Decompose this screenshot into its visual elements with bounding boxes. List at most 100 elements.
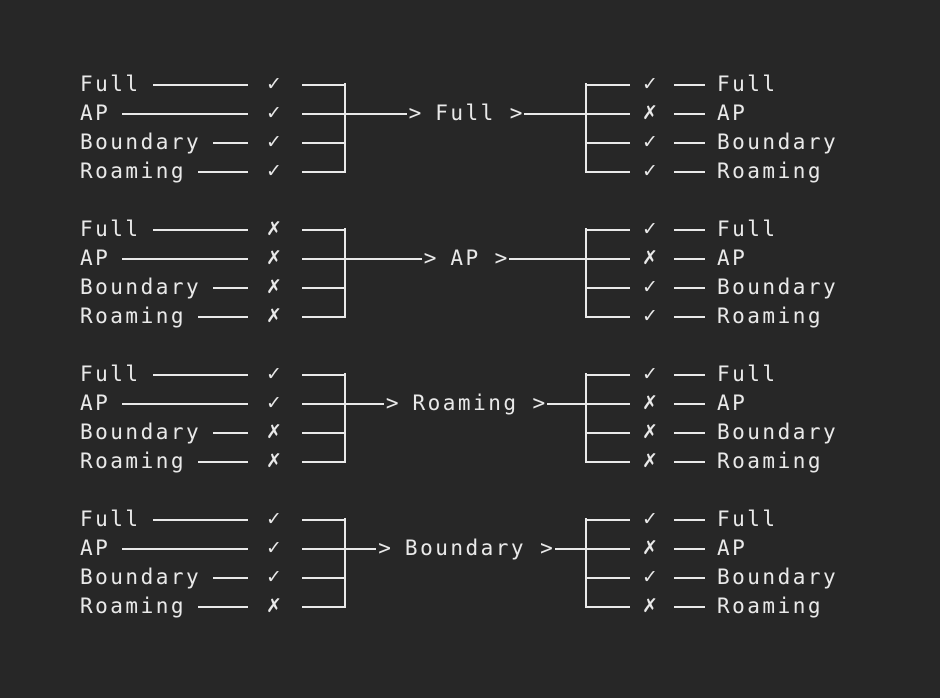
output-mark: ✗: [642, 450, 658, 472]
output-row: ✗ AP: [585, 534, 940, 563]
input-row: Full ✗: [80, 215, 345, 244]
connector-line: [585, 257, 630, 260]
input-row: AP ✓: [80, 99, 345, 128]
connector-line: [585, 431, 630, 434]
output-column: ✓ Full ✗ AP ✓ Boundary ✗ Roaming: [585, 505, 940, 621]
output-label: AP: [717, 536, 748, 560]
connector-line: [122, 257, 248, 260]
connector-line: [674, 141, 705, 144]
connector-line: [585, 518, 630, 521]
output-row: ✓ Full: [585, 70, 940, 99]
connector-line: [302, 547, 345, 550]
input-mark: ✗: [266, 595, 282, 617]
input-label: AP: [80, 246, 111, 270]
input-row: AP ✗: [80, 244, 345, 273]
input-mark: ✗: [266, 305, 282, 327]
connector-line: [152, 373, 248, 376]
input-mark: ✓: [266, 363, 282, 385]
output-mark: ✓: [642, 218, 658, 240]
arrow-head-icon: >: [509, 101, 523, 125]
connector-line: [674, 373, 705, 376]
input-label: Full: [80, 217, 141, 241]
connector-line: [674, 170, 705, 173]
connector-line: [674, 460, 705, 463]
input-row: Roaming ✗: [80, 302, 345, 331]
output-label: Boundary: [717, 275, 839, 299]
connector-line: [674, 112, 705, 115]
connector-line: [674, 257, 705, 260]
output-mark: ✓: [642, 160, 658, 182]
connector-line: [122, 112, 248, 115]
output-label: AP: [717, 391, 748, 415]
connector-line: [585, 141, 630, 144]
connector-line: [198, 460, 248, 463]
input-column: Full ✓ AP ✓ Boundary ✓ Roaming ✓: [80, 70, 345, 186]
output-mark: ✓: [642, 73, 658, 95]
connector-line: [213, 576, 248, 579]
transition-label: AP: [450, 246, 481, 270]
output-label: Boundary: [717, 130, 839, 154]
arrow-head-icon: >: [408, 101, 422, 125]
output-mark: ✓: [642, 305, 658, 327]
arrow-head-icon: >: [494, 246, 508, 270]
input-row: AP ✓: [80, 389, 345, 418]
bracket-vertical: [585, 518, 587, 608]
output-mark: ✓: [642, 363, 658, 385]
transition-arm: > Full >: [346, 99, 586, 128]
connector-line: [585, 402, 630, 405]
input-label: Full: [80, 507, 141, 531]
connector-line: [302, 431, 345, 434]
output-mark: ✓: [642, 566, 658, 588]
connector-line: [302, 315, 345, 318]
connector-line: [585, 605, 630, 608]
arrow-head-icon: >: [378, 536, 391, 560]
connector-line: [122, 402, 248, 405]
input-row: AP ✓: [80, 534, 345, 563]
transition-label: Roaming: [412, 391, 519, 415]
connector-line: [585, 315, 630, 318]
input-mark: ✓: [266, 131, 282, 153]
connector-line: [302, 228, 345, 231]
connector-line: [302, 286, 345, 289]
connector-line: [585, 547, 630, 550]
input-row: Full ✓: [80, 505, 345, 534]
connector-line: [346, 402, 384, 405]
input-label: Boundary: [80, 275, 202, 299]
output-row: ✓ Full: [585, 360, 940, 389]
input-label: Boundary: [80, 130, 202, 154]
transition-group-boundary: Full ✓ AP ✓ Boundary ✓ Roaming ✗: [0, 505, 940, 621]
connector-line: [302, 518, 345, 521]
connector-line: [302, 460, 345, 463]
output-mark: ✗: [642, 537, 658, 559]
connector-line: [346, 547, 377, 550]
input-row: Roaming ✗: [80, 447, 345, 476]
output-label: AP: [717, 101, 748, 125]
connector-line: [524, 112, 586, 115]
bracket-vertical: [344, 228, 346, 318]
output-row: ✓ Boundary: [585, 128, 940, 157]
bracket-vertical: [585, 83, 587, 173]
transition-arm: > AP >: [346, 244, 586, 273]
output-row: ✗ AP: [585, 389, 940, 418]
input-row: Roaming ✓: [80, 157, 345, 186]
connector-line: [585, 373, 630, 376]
input-label: Full: [80, 362, 141, 386]
output-row: ✓ Roaming: [585, 157, 940, 186]
input-mark: ✗: [266, 421, 282, 443]
connector-line: [346, 257, 422, 260]
connector-line: [302, 605, 345, 608]
transition-arm: > Roaming >: [346, 389, 586, 418]
connector-line: [213, 141, 248, 144]
input-mark: ✓: [266, 392, 282, 414]
input-mark: ✗: [266, 450, 282, 472]
input-label: Boundary: [80, 420, 202, 444]
input-column: Full ✓ AP ✓ Boundary ✓ Roaming ✗: [80, 505, 345, 621]
output-column: ✓ Full ✗ AP ✓ Boundary ✓ Roaming: [585, 70, 940, 186]
connector-line: [674, 518, 705, 521]
input-row: Full ✓: [80, 70, 345, 99]
input-row: Boundary ✗: [80, 273, 345, 302]
input-label: Roaming: [80, 304, 187, 328]
output-mark: ✓: [642, 508, 658, 530]
connector-line: [302, 373, 345, 376]
